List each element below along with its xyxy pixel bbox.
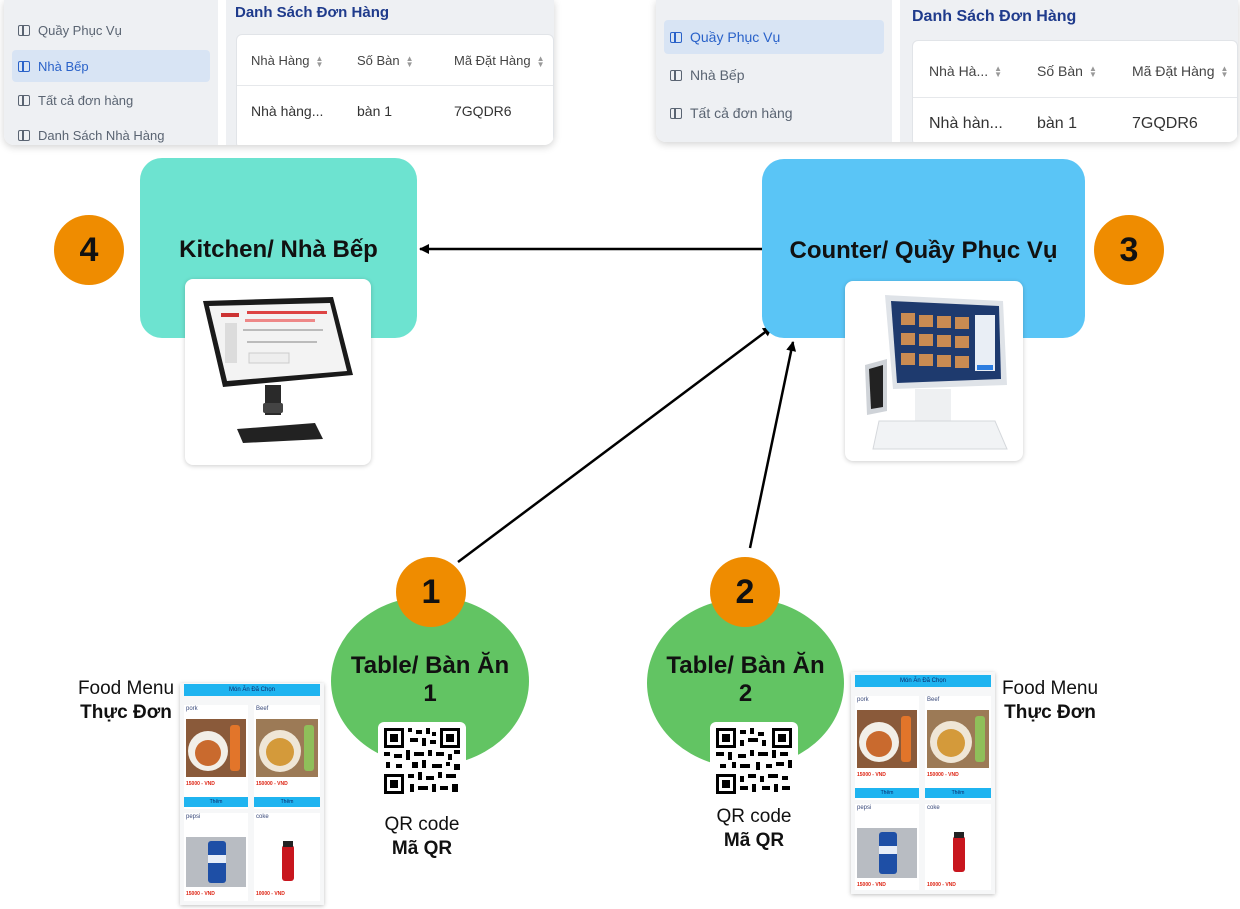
- qr-caption-1: QR code Mã QR: [384, 814, 460, 859]
- step-1-badge: 1: [396, 557, 466, 627]
- kitchen-label: Kitchen/ Nhà Bếp: [179, 236, 378, 263]
- beef-dish-image: [927, 710, 989, 768]
- layout-icon: [670, 31, 682, 43]
- counter-order-panel: Quầy Phục Vụ Nhà Bếp Tất cả đơn hàng Dan…: [656, 0, 1238, 142]
- table-cell: bàn 1: [357, 103, 393, 119]
- sort-icon: ▲▼: [405, 53, 414, 69]
- table-2-label: Table/ Bàn Ăn 2: [666, 652, 825, 707]
- arrow-table1-to-counter: [457, 325, 773, 564]
- layout-icon: [670, 107, 682, 119]
- food-menu-caption-left: Food Menu Thực Đơn: [77, 678, 175, 723]
- pepsi-image: [186, 837, 246, 887]
- sidebar: Quầy Phục Vụ Nhà Bếp Tất cả đơn hàng Dan…: [4, 0, 218, 145]
- menu-item-card[interactable]: pepsi 15000 - VND: [855, 804, 919, 890]
- coke-image: [927, 828, 989, 878]
- menu-item-card[interactable]: Beef 150000 - VND Thêm: [925, 696, 991, 800]
- layout-icon: [18, 129, 30, 141]
- table-cell: 7GQDR6: [454, 103, 512, 119]
- column-header-restaurant[interactable]: Nhà Hà...▲▼: [929, 63, 1003, 80]
- pork-dish-image: [857, 710, 917, 768]
- layout-icon: [18, 60, 30, 72]
- pepsi-image: [857, 828, 917, 878]
- main-area: Danh Sách Đơn Hàng Nhà Hà...▲▼ Số Bàn▲▼ …: [900, 0, 1238, 142]
- food-menu-phone-left: Món Ăn Đã Chọn pork 15000 - VND Thêm Bee…: [180, 683, 324, 905]
- menu-item-card[interactable]: pork 15000 - VND Thêm: [184, 705, 248, 809]
- beef-dish-image: [256, 719, 318, 777]
- step-4-badge: 4: [54, 215, 124, 285]
- menu-item-card[interactable]: pork 15000 - VND Thêm: [855, 696, 919, 800]
- table-cell: Nhà hàng...: [251, 103, 324, 119]
- orders-table: Nhà Hàng▲▼ Số Bàn▲▼ Mã Đặt Hàng▲▼ Nhà hà…: [236, 34, 554, 145]
- food-menu-caption-right: Food Menu Thực Đơn: [1001, 678, 1099, 723]
- sidebar-item-quay-phuc-vu[interactable]: Quầy Phục Vụ: [12, 14, 210, 46]
- sort-icon: ▲▼: [1220, 64, 1229, 80]
- sidebar: Quầy Phục Vụ Nhà Bếp Tất cả đơn hàng: [656, 0, 892, 142]
- layout-icon: [670, 69, 682, 81]
- pos-terminal-icon: [865, 295, 1008, 450]
- step-3-badge: 3: [1094, 215, 1164, 285]
- pos-terminal-icon: [203, 297, 353, 443]
- coke-image: [256, 837, 318, 887]
- sidebar-item-nha-bep[interactable]: Nhà Bếp: [664, 58, 884, 92]
- table-cell: Nhà hàn...: [929, 115, 1003, 132]
- table-cell: 7GQDR6: [1132, 115, 1198, 132]
- qr-caption-2: QR code Mã QR: [716, 806, 792, 851]
- selected-items-button[interactable]: Món Ăn Đã Chọn: [855, 675, 991, 687]
- column-header-order-code[interactable]: Mã Đặt Hàng▲▼: [454, 53, 545, 69]
- qr-code-icon: [378, 722, 466, 800]
- orders-table: Nhà Hà...▲▼ Số Bàn▲▼ Mã Đặt Hàng▲▼ Nhà h…: [912, 40, 1238, 142]
- layout-icon: [18, 94, 30, 106]
- arrow-table2-to-counter: [748, 341, 797, 549]
- menu-item-card[interactable]: coke 10000 - VND: [254, 813, 320, 901]
- sort-icon: ▲▼: [994, 64, 1003, 80]
- counter-terminal-image: [845, 281, 1023, 461]
- menu-item-card[interactable]: Beef 150000 - VND Thêm: [254, 705, 320, 809]
- step-2-badge: 2: [710, 557, 780, 627]
- kitchen-order-panel: Quầy Phục Vụ Nhà Bếp Tất cả đơn hàng Dan…: [4, 0, 554, 145]
- menu-item-card[interactable]: pepsi 15000 - VND: [184, 813, 248, 901]
- sidebar-item-danh-sach-nha-hang[interactable]: Danh Sách Nhà Hàng: [12, 119, 210, 145]
- sort-icon: ▲▼: [536, 53, 545, 69]
- sort-icon: ▲▼: [1088, 64, 1097, 80]
- add-button[interactable]: Thêm: [184, 797, 248, 807]
- sidebar-item-tat-ca-don-hang[interactable]: Tất cả đơn hàng: [12, 84, 210, 116]
- column-header-restaurant[interactable]: Nhà Hàng▲▼: [251, 53, 324, 69]
- column-header-table-number[interactable]: Số Bàn▲▼: [357, 53, 414, 69]
- qr-code-icon: [710, 722, 798, 800]
- kitchen-terminal-image: [185, 279, 371, 465]
- table-1-label: Table/ Bàn Ăn 1: [350, 652, 510, 707]
- food-menu-phone-right: Món Ăn Đã Chọn pork 15000 - VND Thêm Bee…: [851, 672, 995, 894]
- sort-icon: ▲▼: [315, 53, 324, 69]
- add-button[interactable]: Thêm: [855, 788, 919, 798]
- layout-icon: [18, 24, 30, 36]
- column-header-table-number[interactable]: Số Bàn▲▼: [1037, 63, 1097, 80]
- pork-dish-image: [186, 719, 246, 777]
- page-title: Danh Sách Đơn Hàng: [235, 4, 390, 21]
- column-header-order-code[interactable]: Mã Đặt Hàng▲▼: [1132, 63, 1229, 80]
- sidebar-item-quay-phuc-vu[interactable]: Quầy Phục Vụ: [664, 20, 884, 54]
- main-area: Danh Sách Đơn Hàng Nhà Hàng▲▼ Số Bàn▲▼ M…: [226, 0, 554, 145]
- menu-item-card[interactable]: coke 10000 - VND: [925, 804, 991, 890]
- sidebar-item-tat-ca-don-hang[interactable]: Tất cả đơn hàng: [664, 96, 884, 130]
- add-button[interactable]: Thêm: [925, 788, 991, 798]
- sidebar-item-nha-bep[interactable]: Nhà Bếp: [12, 50, 210, 82]
- page-title: Danh Sách Đơn Hàng: [912, 8, 1077, 25]
- add-button[interactable]: Thêm: [254, 797, 320, 807]
- table-cell: bàn 1: [1037, 115, 1078, 132]
- counter-label: Counter/ Quầy Phục Vụ: [789, 237, 1058, 264]
- selected-items-button[interactable]: Món Ăn Đã Chọn: [184, 684, 320, 696]
